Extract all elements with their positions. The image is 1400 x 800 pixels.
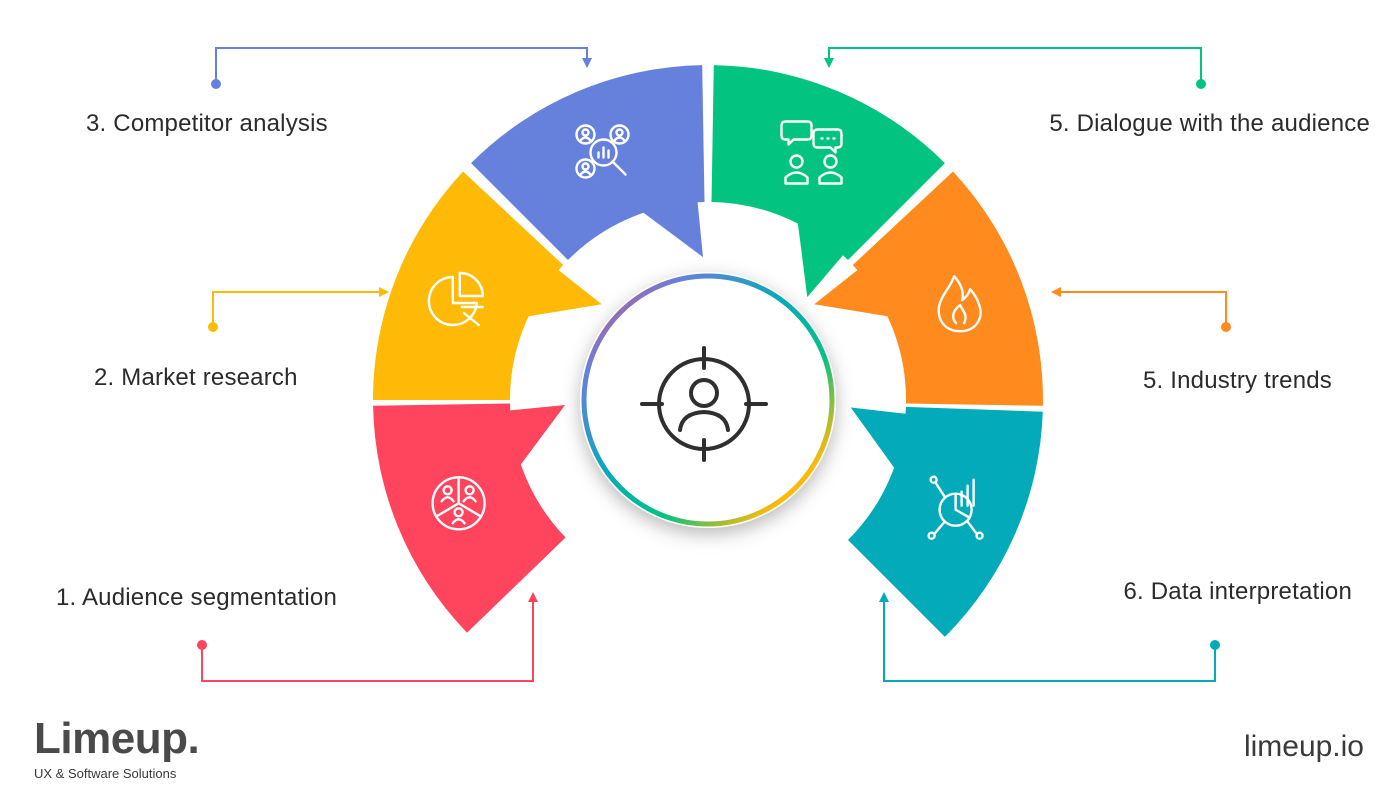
connector-arrow — [824, 58, 834, 68]
data-chart-icon — [927, 475, 984, 540]
connector-dot — [208, 322, 218, 332]
segment-dialogue — [711, 65, 945, 298]
dialogue-chat-icon — [780, 120, 843, 185]
segment-audience-segmentation — [373, 403, 566, 633]
connector-dot — [197, 640, 207, 650]
site-url[interactable]: limeup.io — [1243, 730, 1364, 763]
pie-chart-icon — [427, 271, 484, 327]
connector-market-research — [208, 287, 389, 332]
connector-data-interpretation — [879, 592, 1220, 682]
connector-audience-segmentation — [197, 592, 538, 682]
segment-market-research — [373, 171, 602, 400]
connector-industry-trends — [1051, 287, 1231, 332]
label-data-interpretation: 6. Data interpretation — [1123, 578, 1352, 605]
connector-arrow — [879, 592, 889, 602]
connector-arrow — [379, 287, 389, 297]
connector-dialogue — [824, 47, 1206, 89]
target-user-icon — [640, 346, 768, 462]
segment-competitor-analysis — [471, 65, 705, 260]
label-audience-segmentation: 1. Audience segmentation — [56, 584, 337, 611]
connector-dot — [1221, 322, 1231, 332]
brand-name: Limeup. — [34, 714, 200, 763]
connector-dot — [1210, 640, 1220, 650]
label-market-research: 2. Market research — [94, 364, 298, 391]
label-industry-trends: 5. Industry trends — [1142, 367, 1332, 394]
center-circle — [580, 272, 836, 528]
connector-dot — [1196, 79, 1206, 89]
brand-logo[interactable]: Limeup. UX & Software Solutions — [34, 714, 200, 782]
competitor-search-icon — [575, 124, 630, 179]
label-dialogue-with-audience: 5. Dialogue with the audience — [1049, 110, 1370, 137]
connector-dot — [211, 79, 221, 89]
connector-competitor-analysis — [211, 47, 592, 89]
segment-industry-trends — [814, 171, 1043, 406]
label-competitor-analysis: 3. Competitor analysis — [86, 110, 328, 137]
brand-tagline: UX & Software Solutions — [34, 766, 177, 781]
flame-icon — [937, 275, 982, 333]
connector-arrow — [528, 592, 538, 602]
audience-group-icon — [431, 476, 486, 531]
center-ring — [581, 273, 835, 527]
connector-arrow — [1051, 287, 1061, 297]
connector-arrow — [582, 58, 592, 68]
